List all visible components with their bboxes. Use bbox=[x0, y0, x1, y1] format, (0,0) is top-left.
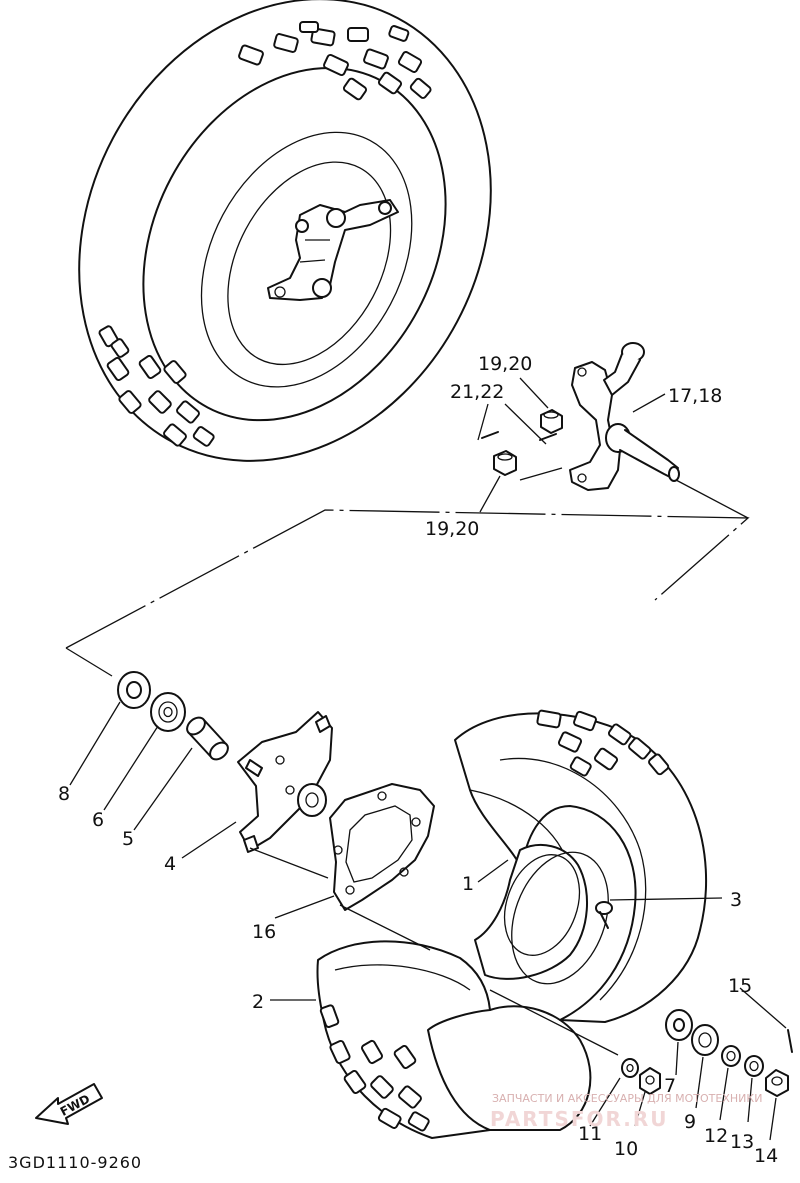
label-13: 13 bbox=[730, 1131, 754, 1153]
label-15: 15 bbox=[728, 975, 752, 997]
label-1: 1 bbox=[462, 873, 474, 895]
part-labels: 19,20 21,22 17,18 19,20 8 6 5 4 16 1 3 2… bbox=[58, 353, 778, 1167]
valve-3 bbox=[595, 901, 613, 929]
label-9: 9 bbox=[684, 1111, 696, 1133]
oil-seal-8 bbox=[117, 671, 151, 709]
bearing-6 bbox=[150, 692, 186, 732]
bearing-9 bbox=[691, 1024, 719, 1056]
label-11: 11 bbox=[578, 1123, 602, 1145]
tire-tread-bottom bbox=[98, 325, 215, 447]
leader-lines-top bbox=[477, 377, 666, 513]
exploded-view-outline bbox=[65, 467, 750, 677]
steering-knuckle bbox=[569, 342, 680, 491]
nut-10 bbox=[639, 1067, 661, 1095]
leader-lines-bottom bbox=[69, 701, 787, 1141]
label-16: 16 bbox=[252, 921, 276, 943]
cotter-pins bbox=[481, 431, 557, 441]
label-17-18: 17,18 bbox=[668, 385, 722, 407]
drawing-code: 3GD1110-9260 bbox=[8, 1153, 142, 1172]
label-19-20-bottom: 19,20 bbox=[425, 518, 479, 540]
label-14: 14 bbox=[754, 1145, 778, 1167]
rim-1 bbox=[474, 844, 609, 985]
label-7: 7 bbox=[664, 1075, 676, 1097]
label-3: 3 bbox=[730, 889, 742, 911]
cotter-pin-15 bbox=[787, 1029, 793, 1053]
oil-seal-7 bbox=[665, 1009, 693, 1041]
axle-nut-14 bbox=[765, 1069, 789, 1097]
label-19-20-top: 19,20 bbox=[478, 353, 532, 375]
label-2: 2 bbox=[252, 991, 264, 1013]
label-6: 6 bbox=[92, 809, 104, 831]
washer-13 bbox=[744, 1055, 764, 1077]
spacer-5 bbox=[186, 716, 229, 761]
label-5: 5 bbox=[122, 828, 134, 850]
label-4: 4 bbox=[164, 853, 176, 875]
wheel-hub-4 bbox=[237, 711, 333, 853]
tire-tread-top bbox=[238, 21, 432, 101]
label-21-22: 21,22 bbox=[450, 381, 504, 403]
watermark-line1: ЗАПЧАСТИ И АКСЕССУАРЫ ДЛЯ МОТОТЕХНИКИ bbox=[492, 1092, 762, 1105]
assembled-wheel bbox=[78, 0, 492, 462]
tire-tread-exploded-top bbox=[536, 709, 670, 777]
watermark: ЗАПЧАСТИ И АКСЕССУАРЫ ДЛЯ МОТОТЕХНИКИ PA… bbox=[490, 1092, 762, 1131]
watermark-line2: PARTSFOR.RU bbox=[490, 1107, 669, 1131]
fwd-arrow-icon: FWD bbox=[35, 1083, 103, 1125]
castle-nut-upper bbox=[540, 409, 563, 434]
gasket-16 bbox=[329, 783, 435, 911]
label-10: 10 bbox=[614, 1138, 638, 1160]
collar-12 bbox=[721, 1045, 741, 1067]
nut-11 bbox=[621, 1058, 639, 1078]
label-8: 8 bbox=[58, 783, 70, 805]
tire-tread-exploded-bottom bbox=[319, 1004, 430, 1132]
label-12: 12 bbox=[704, 1125, 728, 1147]
castle-nut-lower bbox=[493, 450, 517, 476]
assembled-hub bbox=[267, 199, 399, 301]
